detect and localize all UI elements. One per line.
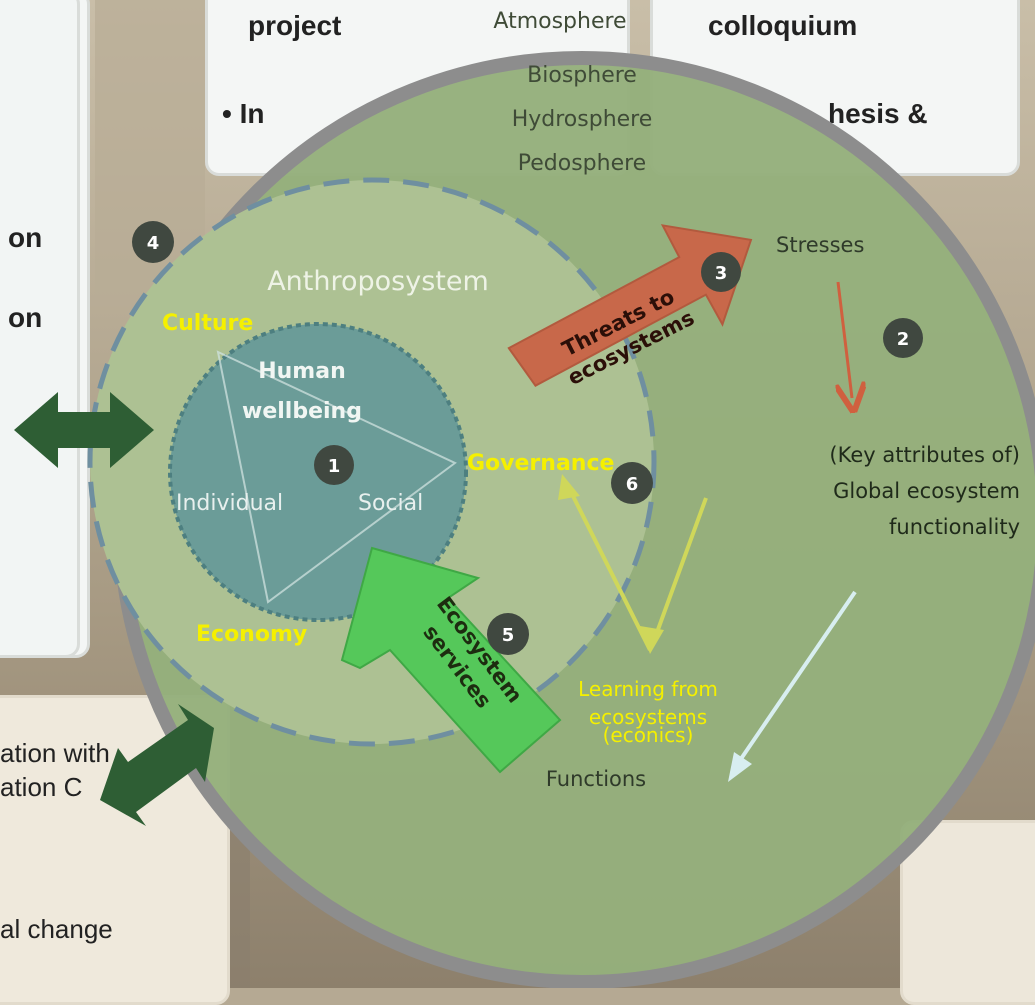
social-label: Social [358, 491, 423, 516]
sphere-hydrosphere: Hydrosphere [512, 107, 653, 132]
background-text-project: project [248, 10, 342, 41]
background-text-bottom-3: al change [0, 914, 113, 944]
human-wellbeing-line2: wellbeing [242, 399, 362, 424]
marker-3-label: 3 [715, 263, 728, 284]
background-text-colloquium: colloquium [708, 10, 858, 41]
background-text-bottom-1: ation with [0, 738, 110, 768]
background-text-bottom-2: ation C [0, 772, 83, 802]
individual-label: Individual [176, 491, 283, 516]
marker-4-circle [132, 221, 174, 263]
left-double-arrow [14, 392, 154, 468]
functions-arrow [730, 590, 857, 774]
stress-arrow [838, 281, 852, 398]
marker-5[interactable]: 5 [487, 613, 529, 655]
learning-line1: Learning from [578, 677, 718, 701]
slide-panel-left-inner [0, 0, 80, 658]
marker-5-circle [487, 613, 529, 655]
marker-5-label: 5 [502, 625, 515, 646]
marker-4-label: 4 [147, 233, 160, 254]
key-attributes-line2: Global ecosystem [833, 479, 1020, 503]
ecosystem-services-arrow-shape[interactable] [340, 546, 562, 774]
key-attributes-line3: functionality [889, 515, 1020, 539]
learning-arrow-down-head [640, 626, 664, 654]
marker-3[interactable]: 3 [701, 252, 741, 292]
functions-label: Functions [546, 767, 646, 791]
culture-label: Culture [162, 311, 253, 336]
anthroposystem-label: Anthroposystem [267, 266, 489, 297]
stresses-label: Stresses [776, 233, 864, 257]
marker-6-circle [611, 462, 653, 504]
sphere-atmosphere: Atmosphere [493, 9, 626, 34]
learning-line2: ecosystems [589, 705, 707, 729]
wellbeing-triangle [216, 350, 457, 604]
functions-arrowhead [728, 752, 752, 782]
learning-line3: (econics) [603, 723, 694, 747]
governance-label: Governance [467, 451, 614, 476]
marker-2-label: 2 [897, 329, 910, 350]
lower-left-double-arrow [100, 704, 214, 826]
sphere-biosphere: Biosphere [527, 63, 637, 88]
background-text-left-2: on [8, 302, 43, 333]
sphere-pedosphere: Pedosphere [518, 151, 646, 176]
key-attributes-line1: (Key attributes of) [829, 443, 1020, 467]
human-wellbeing-line1: Human [258, 359, 346, 384]
economy-label: Economy [196, 622, 307, 647]
marker-1-label: 1 [328, 456, 341, 477]
marker-1-circle [314, 445, 354, 485]
marker-2-circle [883, 318, 923, 358]
marker-6[interactable]: 6 [611, 462, 653, 504]
marker-3-circle [701, 252, 741, 292]
background-text-left-1: on [8, 222, 43, 253]
marker-6-label: 6 [626, 474, 639, 495]
marker-1[interactable]: 1 [314, 445, 354, 485]
learning-arrow-down [650, 497, 708, 647]
marker-4[interactable]: 4 [132, 221, 174, 263]
background-text-bullet-left: • In [222, 98, 265, 129]
learning-arrow-up [564, 481, 652, 651]
learning-arrow-up-head [558, 474, 580, 500]
background-text-bullet-right: hesis & [828, 98, 928, 129]
marker-2[interactable]: 2 [883, 318, 923, 358]
